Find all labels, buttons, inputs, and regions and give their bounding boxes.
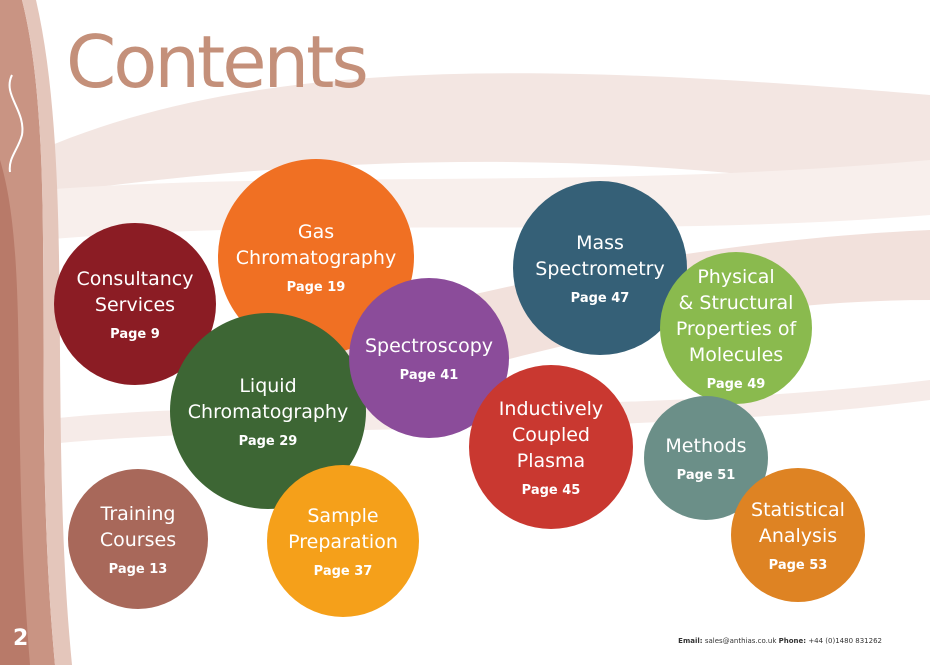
bubble-label: Mass Spectrometry: [535, 231, 665, 280]
bubble-page: Page 49: [706, 377, 766, 393]
bubble-label: Sample Preparation: [288, 504, 398, 553]
bubble-page: Page 13: [108, 562, 168, 578]
bubble-page: Page 53: [768, 558, 828, 574]
page-title: Contents: [66, 20, 369, 104]
bubble-label: Methods: [665, 434, 747, 457]
footer-contact: Email: sales@anthias.co.uk Phone: +44 (0…: [678, 637, 882, 645]
bubble-page: Page 47: [570, 291, 630, 307]
left-strip-highlight: [22, 0, 72, 665]
bubble-page: Page 19: [286, 280, 346, 296]
bubble-training-courses[interactable]: Training Courses Page 13: [68, 469, 208, 609]
bubble-statistical-analysis[interactable]: Statistical Analysis Page 53: [731, 468, 865, 602]
footer-email-label: Email:: [678, 637, 703, 645]
footer-email[interactable]: sales@anthias.co.uk: [704, 637, 777, 645]
bubble-page: Page 41: [399, 368, 459, 384]
bubble-label: Inductively Coupled Plasma: [498, 397, 604, 473]
left-strip-shadow: [0, 160, 30, 665]
bubble-page: Page 29: [238, 434, 298, 450]
bubble-physical-structural-properties[interactable]: Physical & Structural Properties of Mole…: [660, 252, 812, 404]
bubble-spectroscopy[interactable]: Spectroscopy Page 41: [349, 278, 509, 438]
top-swoosh: [40, 73, 930, 200]
bubble-page: Page 37: [313, 564, 373, 580]
bubble-label: Gas Chromatography: [235, 220, 397, 269]
footer-phone-label: Phone:: [778, 637, 807, 645]
footer-phone: +44 (0)1480 831262: [808, 637, 882, 645]
bubble-page: Page 9: [110, 327, 160, 343]
bubble-mass-spectrometry[interactable]: Mass Spectrometry Page 47: [513, 181, 687, 355]
bubble-label: Statistical Analysis: [751, 498, 845, 547]
bubble-label: Physical & Structural Properties of Mole…: [675, 265, 797, 367]
bubble-sample-preparation[interactable]: Sample Preparation Page 37: [267, 465, 419, 617]
bubble-page: Page 45: [521, 483, 581, 499]
bubble-page: Page 51: [676, 468, 736, 484]
page-number: 2: [13, 626, 29, 651]
bubble-label: Spectroscopy: [365, 334, 493, 357]
bubble-liquid-chromatography[interactable]: Liquid Chromatography Page 29: [170, 313, 366, 509]
left-strip-curl: [8, 74, 24, 173]
bubble-label: Training Courses: [99, 502, 177, 551]
bubble-label: Consultancy Services: [76, 267, 194, 316]
bubble-inductively-coupled-plasma[interactable]: Inductively Coupled Plasma Page 45: [469, 365, 633, 529]
bubble-label: Liquid Chromatography: [187, 374, 349, 423]
